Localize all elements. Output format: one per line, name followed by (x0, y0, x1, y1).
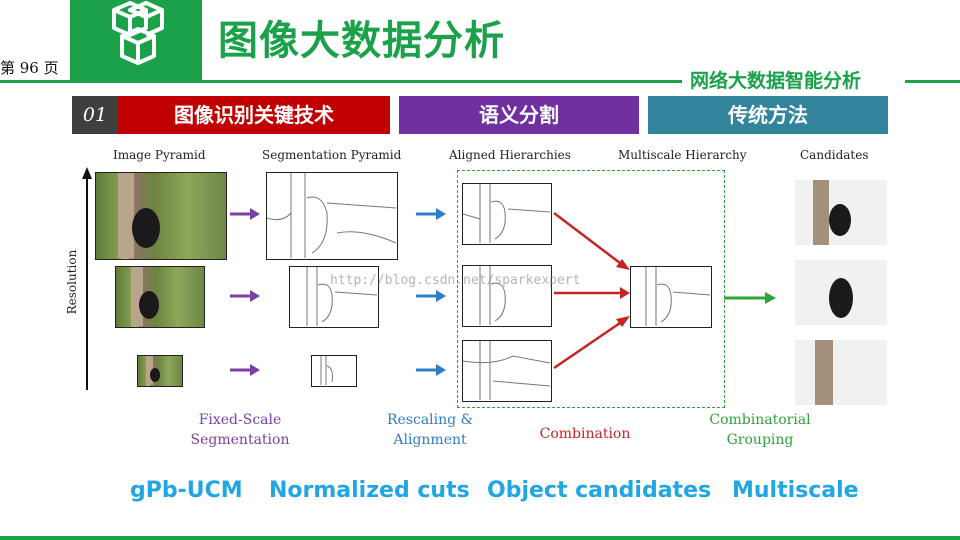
section-number: 01 (72, 96, 118, 134)
caption-grouping-line2: Grouping (726, 432, 794, 448)
pyramid-image-medium (115, 266, 205, 328)
column-label-candidates: Candidates (800, 148, 869, 162)
candidate-3 (795, 340, 887, 405)
term-gpb-ucm: gPb-UCM (130, 478, 243, 503)
term-multiscale: Multiscale (732, 478, 859, 503)
term-normalized-cuts: Normalized cuts (269, 478, 470, 503)
page-subtitle: 网络大数据智能分析 (690, 70, 862, 92)
header-divider-right (905, 80, 960, 83)
candidate-1 (795, 180, 887, 245)
page-number: 第 96 页 (0, 59, 59, 77)
logo (70, 0, 202, 82)
term-object-candidates: Object candidates (487, 478, 712, 503)
tab-image-recognition[interactable]: 图像识别关键技术 (118, 96, 390, 134)
aligned-hierarchy-3 (462, 340, 552, 402)
caption-rescaling-line2: Alignment (393, 432, 467, 448)
resolution-axis (82, 167, 92, 390)
caption-fixed-scale: Fixed-Scale Segmentation (175, 410, 305, 450)
caption-fixed-scale-line1: Fixed-Scale (198, 412, 282, 428)
segmentation-small (311, 355, 357, 387)
column-label-image-pyramid: Image Pyramid (113, 148, 206, 162)
column-label-segmentation-pyramid: Segmentation Pyramid (262, 148, 402, 162)
footer-divider (0, 536, 960, 540)
aligned-hierarchies-region (457, 170, 725, 408)
column-label-aligned-hierarchies: Aligned Hierarchies (449, 148, 571, 162)
multiscale-hierarchy (630, 266, 712, 328)
cubes-icon (112, 1, 164, 65)
caption-fixed-scale-line2: Segmentation (190, 432, 290, 448)
caption-grouping: Combinatorial Grouping (700, 410, 820, 450)
fixed-scale-arrows (230, 208, 446, 376)
grouping-arrow (724, 292, 776, 304)
caption-rescaling: Rescaling & Alignment (370, 410, 490, 450)
combination-arrows (553, 212, 630, 370)
pyramid-image-small (137, 355, 183, 387)
tab-semantic-segmentation[interactable]: 语义分割 (399, 96, 639, 134)
aligned-hierarchy-2 (462, 265, 552, 327)
segmentation-large (266, 172, 398, 260)
segmentation-medium (289, 266, 379, 328)
resolution-axis-label: Resolution (65, 249, 79, 315)
column-label-multiscale-hierarchy: Multiscale Hierarchy (618, 148, 747, 162)
caption-combination: Combination (539, 426, 631, 442)
pyramid-image-large (95, 172, 227, 260)
header-divider (0, 80, 682, 83)
aligned-hierarchy-1 (462, 183, 552, 245)
candidate-2 (795, 260, 887, 325)
tab-traditional-methods[interactable]: 传统方法 (648, 96, 888, 134)
watermark: http://blog.csdn.net/sparkexpert (330, 273, 581, 288)
caption-rescaling-line1: Rescaling & (386, 412, 474, 428)
page-title: 图像大数据分析 (218, 18, 505, 64)
caption-grouping-line1: Combinatorial (709, 412, 811, 428)
